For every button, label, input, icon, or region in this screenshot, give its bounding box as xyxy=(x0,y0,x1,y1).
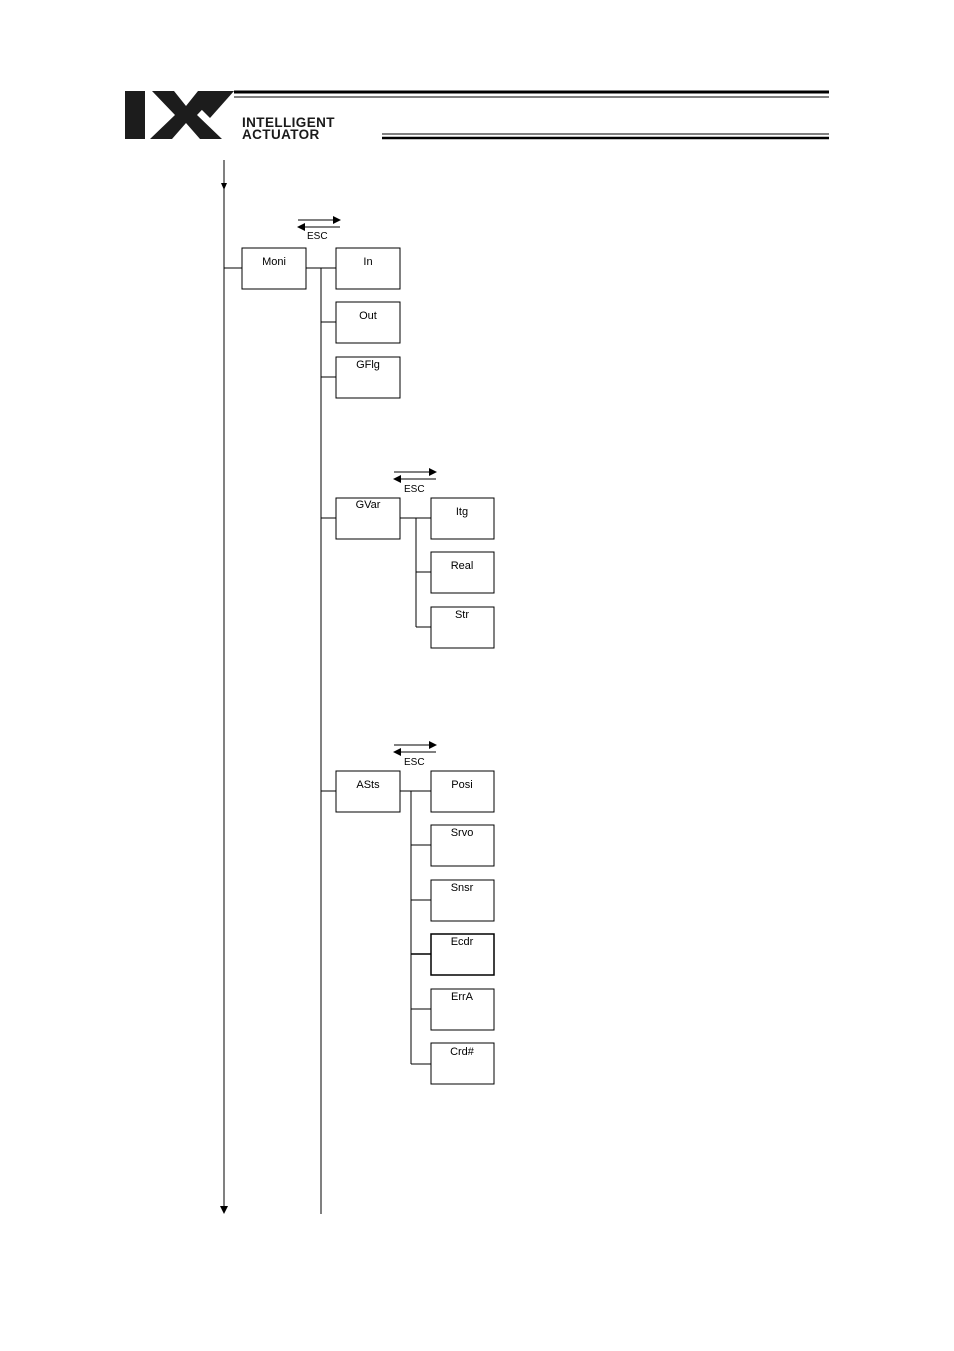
esc-indicator-moni: ESC xyxy=(297,216,341,242)
flow-arrow-bottom xyxy=(220,1206,228,1214)
menu-item-itg[interactable]: Itg xyxy=(430,497,495,540)
menu-item-asts-label: ASts xyxy=(356,779,380,791)
menu-item-erra[interactable]: ErrA xyxy=(430,988,495,1031)
menu-item-crd[interactable]: Crd# xyxy=(430,1042,495,1085)
esc-indicator-gvar: ESC xyxy=(393,468,437,495)
menu-item-posi-label: Posi xyxy=(451,779,472,791)
ix-logo: IX xyxy=(125,91,234,139)
menu-item-snsr[interactable]: Snsr xyxy=(430,879,495,922)
menu-item-str[interactable]: Str xyxy=(430,606,495,649)
menu-item-str-label: Str xyxy=(455,609,469,621)
menu-item-srvo[interactable]: Srvo xyxy=(430,824,495,867)
menu-item-itg-label: Itg xyxy=(456,506,468,518)
header: IX INTELLIGENT ACTUATOR xyxy=(125,90,829,142)
menu-item-asts[interactable]: ASts xyxy=(335,770,401,813)
menu-item-out[interactable]: Out xyxy=(335,301,401,344)
menu-item-ecdr-label: Ecdr xyxy=(451,936,474,948)
flow-arrow-top xyxy=(221,183,227,190)
menu-item-srvo-label: Srvo xyxy=(451,827,474,839)
menu-item-gflg-label: GFlg xyxy=(356,359,380,371)
menu-item-moni[interactable]: Moni xyxy=(241,247,307,290)
brand-line-2: ACTUATOR xyxy=(242,127,320,142)
menu-item-gvar[interactable]: GVar xyxy=(335,497,401,540)
menu-item-snsr-label: Snsr xyxy=(451,882,474,894)
menu-item-ecdr[interactable]: Ecdr xyxy=(430,933,495,976)
menu-item-real-label: Real xyxy=(451,560,474,572)
menu-item-in-label: In xyxy=(363,256,372,268)
esc-label: ESC xyxy=(307,231,328,242)
menu-item-crd-label: Crd# xyxy=(450,1046,475,1058)
esc-label: ESC xyxy=(404,757,425,768)
menu-item-real[interactable]: Real xyxy=(430,551,495,594)
menu-item-erra-label: ErrA xyxy=(451,991,474,1003)
menu-item-gflg[interactable]: GFlg xyxy=(335,356,401,399)
brand-line-1: INTELLIGENT xyxy=(242,115,335,130)
menu-item-posi[interactable]: Posi xyxy=(430,770,495,813)
esc-indicator-asts: ESC xyxy=(393,741,437,768)
menu-item-gvar-label: GVar xyxy=(356,499,381,511)
menu-item-in[interactable]: In xyxy=(335,247,401,290)
esc-label: ESC xyxy=(404,484,425,495)
menu-item-moni-label: Moni xyxy=(262,256,286,268)
menu-item-out-label: Out xyxy=(359,310,377,322)
